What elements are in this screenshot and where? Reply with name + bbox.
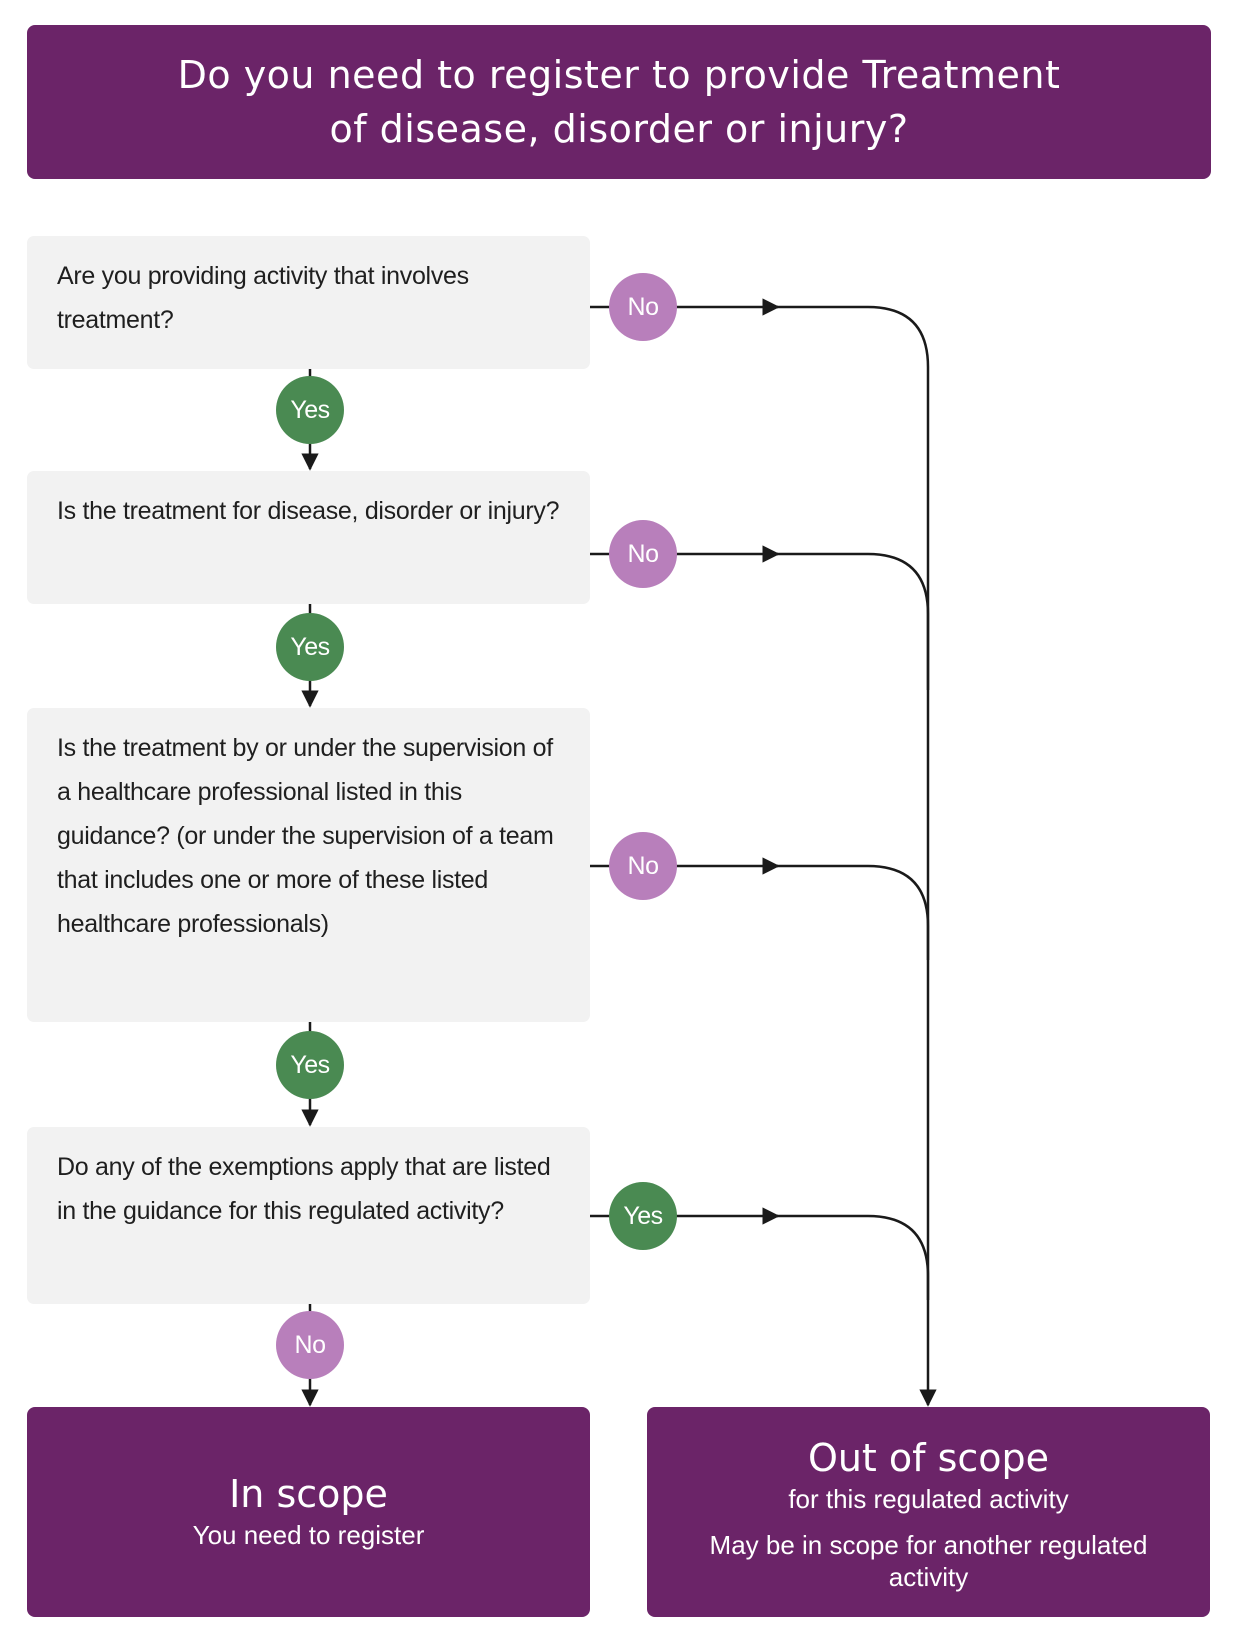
- q2-no-badge: No: [609, 520, 677, 588]
- out-of-scope-subtitle: for this regulated activity: [788, 1484, 1069, 1514]
- q3-no-badge: No: [609, 832, 677, 900]
- connector-q2-curve: [772, 552, 930, 690]
- connector-q3-curve: [772, 864, 930, 960]
- q4-yes-badge: Yes: [609, 1182, 677, 1250]
- q1-no-badge: No: [609, 273, 677, 341]
- out-of-scope-note: May be in scope for another regulated ac…: [709, 1530, 1148, 1592]
- page-title: Do you need to register to provide Treat…: [177, 53, 1061, 151]
- q4-no-badge: No: [276, 1311, 344, 1379]
- out-of-scope-title: Out of scope: [807, 1436, 1050, 1480]
- question-4: Do any of the exemptions apply that are …: [27, 1127, 590, 1304]
- q1-yes-badge: Yes: [276, 376, 344, 444]
- connector-q1-curve: [772, 305, 937, 1407]
- in-scope-title: In scope: [229, 1472, 388, 1516]
- question-1: Are you providing activity that involves…: [27, 236, 590, 369]
- in-scope-result: In scope You need to register: [27, 1407, 590, 1617]
- connector-q4-curve: [772, 1214, 930, 1300]
- q3-yes-badge: Yes: [276, 1031, 344, 1099]
- question-2: Is the treatment for disease, disorder o…: [27, 471, 590, 604]
- page-title-banner: Do you need to register to provide Treat…: [27, 25, 1211, 179]
- q2-yes-badge: Yes: [276, 613, 344, 681]
- in-scope-subtitle: You need to register: [192, 1520, 425, 1550]
- question-3: Is the treatment by or under the supervi…: [27, 708, 590, 1022]
- out-of-scope-result: Out of scope for this regulated activity…: [647, 1407, 1210, 1617]
